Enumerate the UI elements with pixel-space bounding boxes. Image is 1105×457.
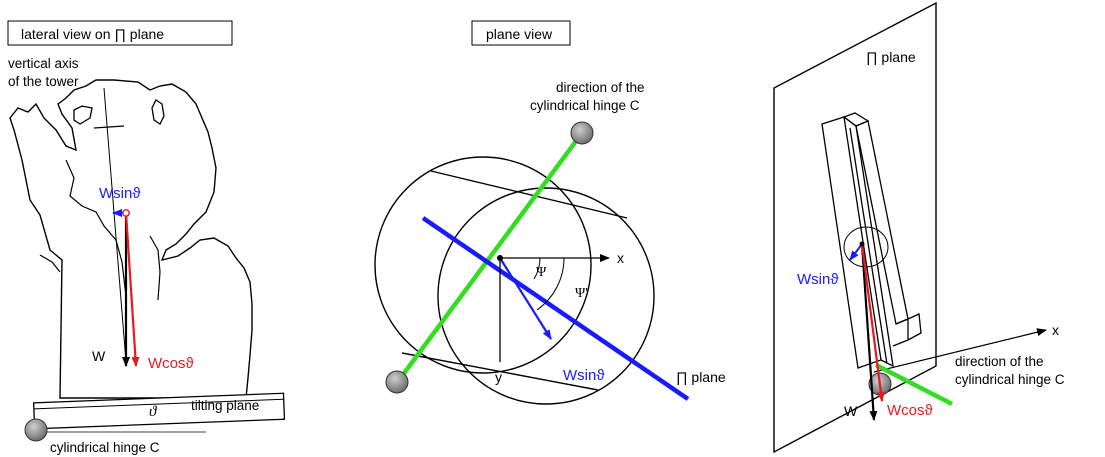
hinge-direction-label-line1: direction of the bbox=[556, 80, 645, 95]
application-point-middle bbox=[497, 255, 503, 261]
right-hinge-direction-line2: cylindrical hinge C bbox=[955, 372, 1065, 387]
hinge-c-left bbox=[24, 418, 48, 442]
cylinder-tangent-top bbox=[430, 170, 628, 219]
vertical-axis-label-line1: vertical axis bbox=[8, 56, 79, 71]
tower-foot bbox=[892, 313, 922, 347]
theta-angle-label: ϑ bbox=[149, 404, 158, 420]
pi-plane-label-right: ∏ plane bbox=[866, 49, 916, 65]
hinge-c-top bbox=[570, 121, 594, 145]
x-axis-right bbox=[873, 328, 1047, 373]
wcos-label-left: Wcosϑ bbox=[148, 355, 195, 372]
cylinder-tangent-bottom bbox=[401, 352, 599, 391]
left-hinge-label: cylindrical hinge C bbox=[50, 440, 160, 455]
hinge-c-bottom bbox=[385, 370, 409, 394]
hinge-direction-line-right bbox=[874, 362, 954, 407]
wsin-label-left: Wsinϑ bbox=[99, 185, 141, 202]
vertical-axis-label-line2: of the tower bbox=[8, 74, 79, 89]
tilting-plane-edge bbox=[33, 398, 284, 410]
right-panel-3d-view: ∏ plane x Wsinϑ W Wcosϑ direction of the… bbox=[773, 1, 1065, 454]
psi-prime-angle-arc bbox=[536, 257, 565, 311]
w-label-left: W bbox=[92, 348, 106, 364]
tilting-plane-label: tilting plane bbox=[191, 398, 259, 413]
wsin-vector-middle bbox=[499, 257, 552, 340]
right-hinge-direction-line1: direction of the bbox=[955, 354, 1044, 369]
y-axis-label-middle: y bbox=[495, 369, 502, 385]
left-panel-lateral-view: lateral view on ∏ plane vertical axis of… bbox=[7, 20, 286, 455]
pi-plane-label-middle: ∏ plane bbox=[676, 369, 726, 385]
tower-detail-crack bbox=[39, 159, 161, 301]
tilting-plane bbox=[32, 392, 286, 430]
middle-title: plane view bbox=[486, 26, 553, 42]
hinge-direction-line bbox=[397, 131, 584, 382]
x-axis-label-middle: x bbox=[617, 250, 624, 266]
application-point-left bbox=[122, 209, 130, 217]
wcos-vector-right bbox=[860, 243, 885, 402]
tilting-plane-slab bbox=[32, 392, 286, 430]
vertical-axis-line bbox=[103, 87, 127, 363]
wsin-label-right: Wsinϑ bbox=[797, 271, 839, 288]
wcos-vector-left bbox=[124, 212, 140, 367]
cylinder-base-back bbox=[374, 156, 592, 374]
tower-front-left-edge bbox=[849, 127, 888, 365]
left-title: lateral view on ∏ plane bbox=[21, 26, 164, 42]
w-vector-right bbox=[860, 243, 878, 421]
pi-plane-trace bbox=[421, 216, 690, 401]
w-label-right: W bbox=[844, 403, 858, 419]
tower-outline bbox=[9, 79, 253, 399]
left-title-box bbox=[7, 20, 233, 46]
cylinder-base-front bbox=[437, 187, 655, 405]
tower-detail-window bbox=[73, 99, 165, 129]
pi-plane-surface bbox=[773, 1, 937, 454]
hinge-direction-label-line2: cylindrical hinge C bbox=[530, 98, 640, 113]
application-point-right bbox=[859, 241, 865, 247]
psi-prime-label: Ψ' bbox=[575, 286, 588, 301]
psi-label: Ψ bbox=[536, 265, 547, 280]
x-axis-label-right: x bbox=[1052, 322, 1059, 338]
middle-title-box bbox=[471, 20, 571, 46]
wsin-vector-right bbox=[849, 243, 863, 261]
wsin-label-middle: Wsinϑ bbox=[563, 367, 605, 384]
tower-prism bbox=[821, 112, 922, 369]
middle-panel-plane-view: plane view direction of the cylindrical … bbox=[374, 20, 726, 405]
psi-angle-arc bbox=[533, 257, 541, 280]
wcos-label-right: Wcosϑ bbox=[887, 402, 934, 419]
